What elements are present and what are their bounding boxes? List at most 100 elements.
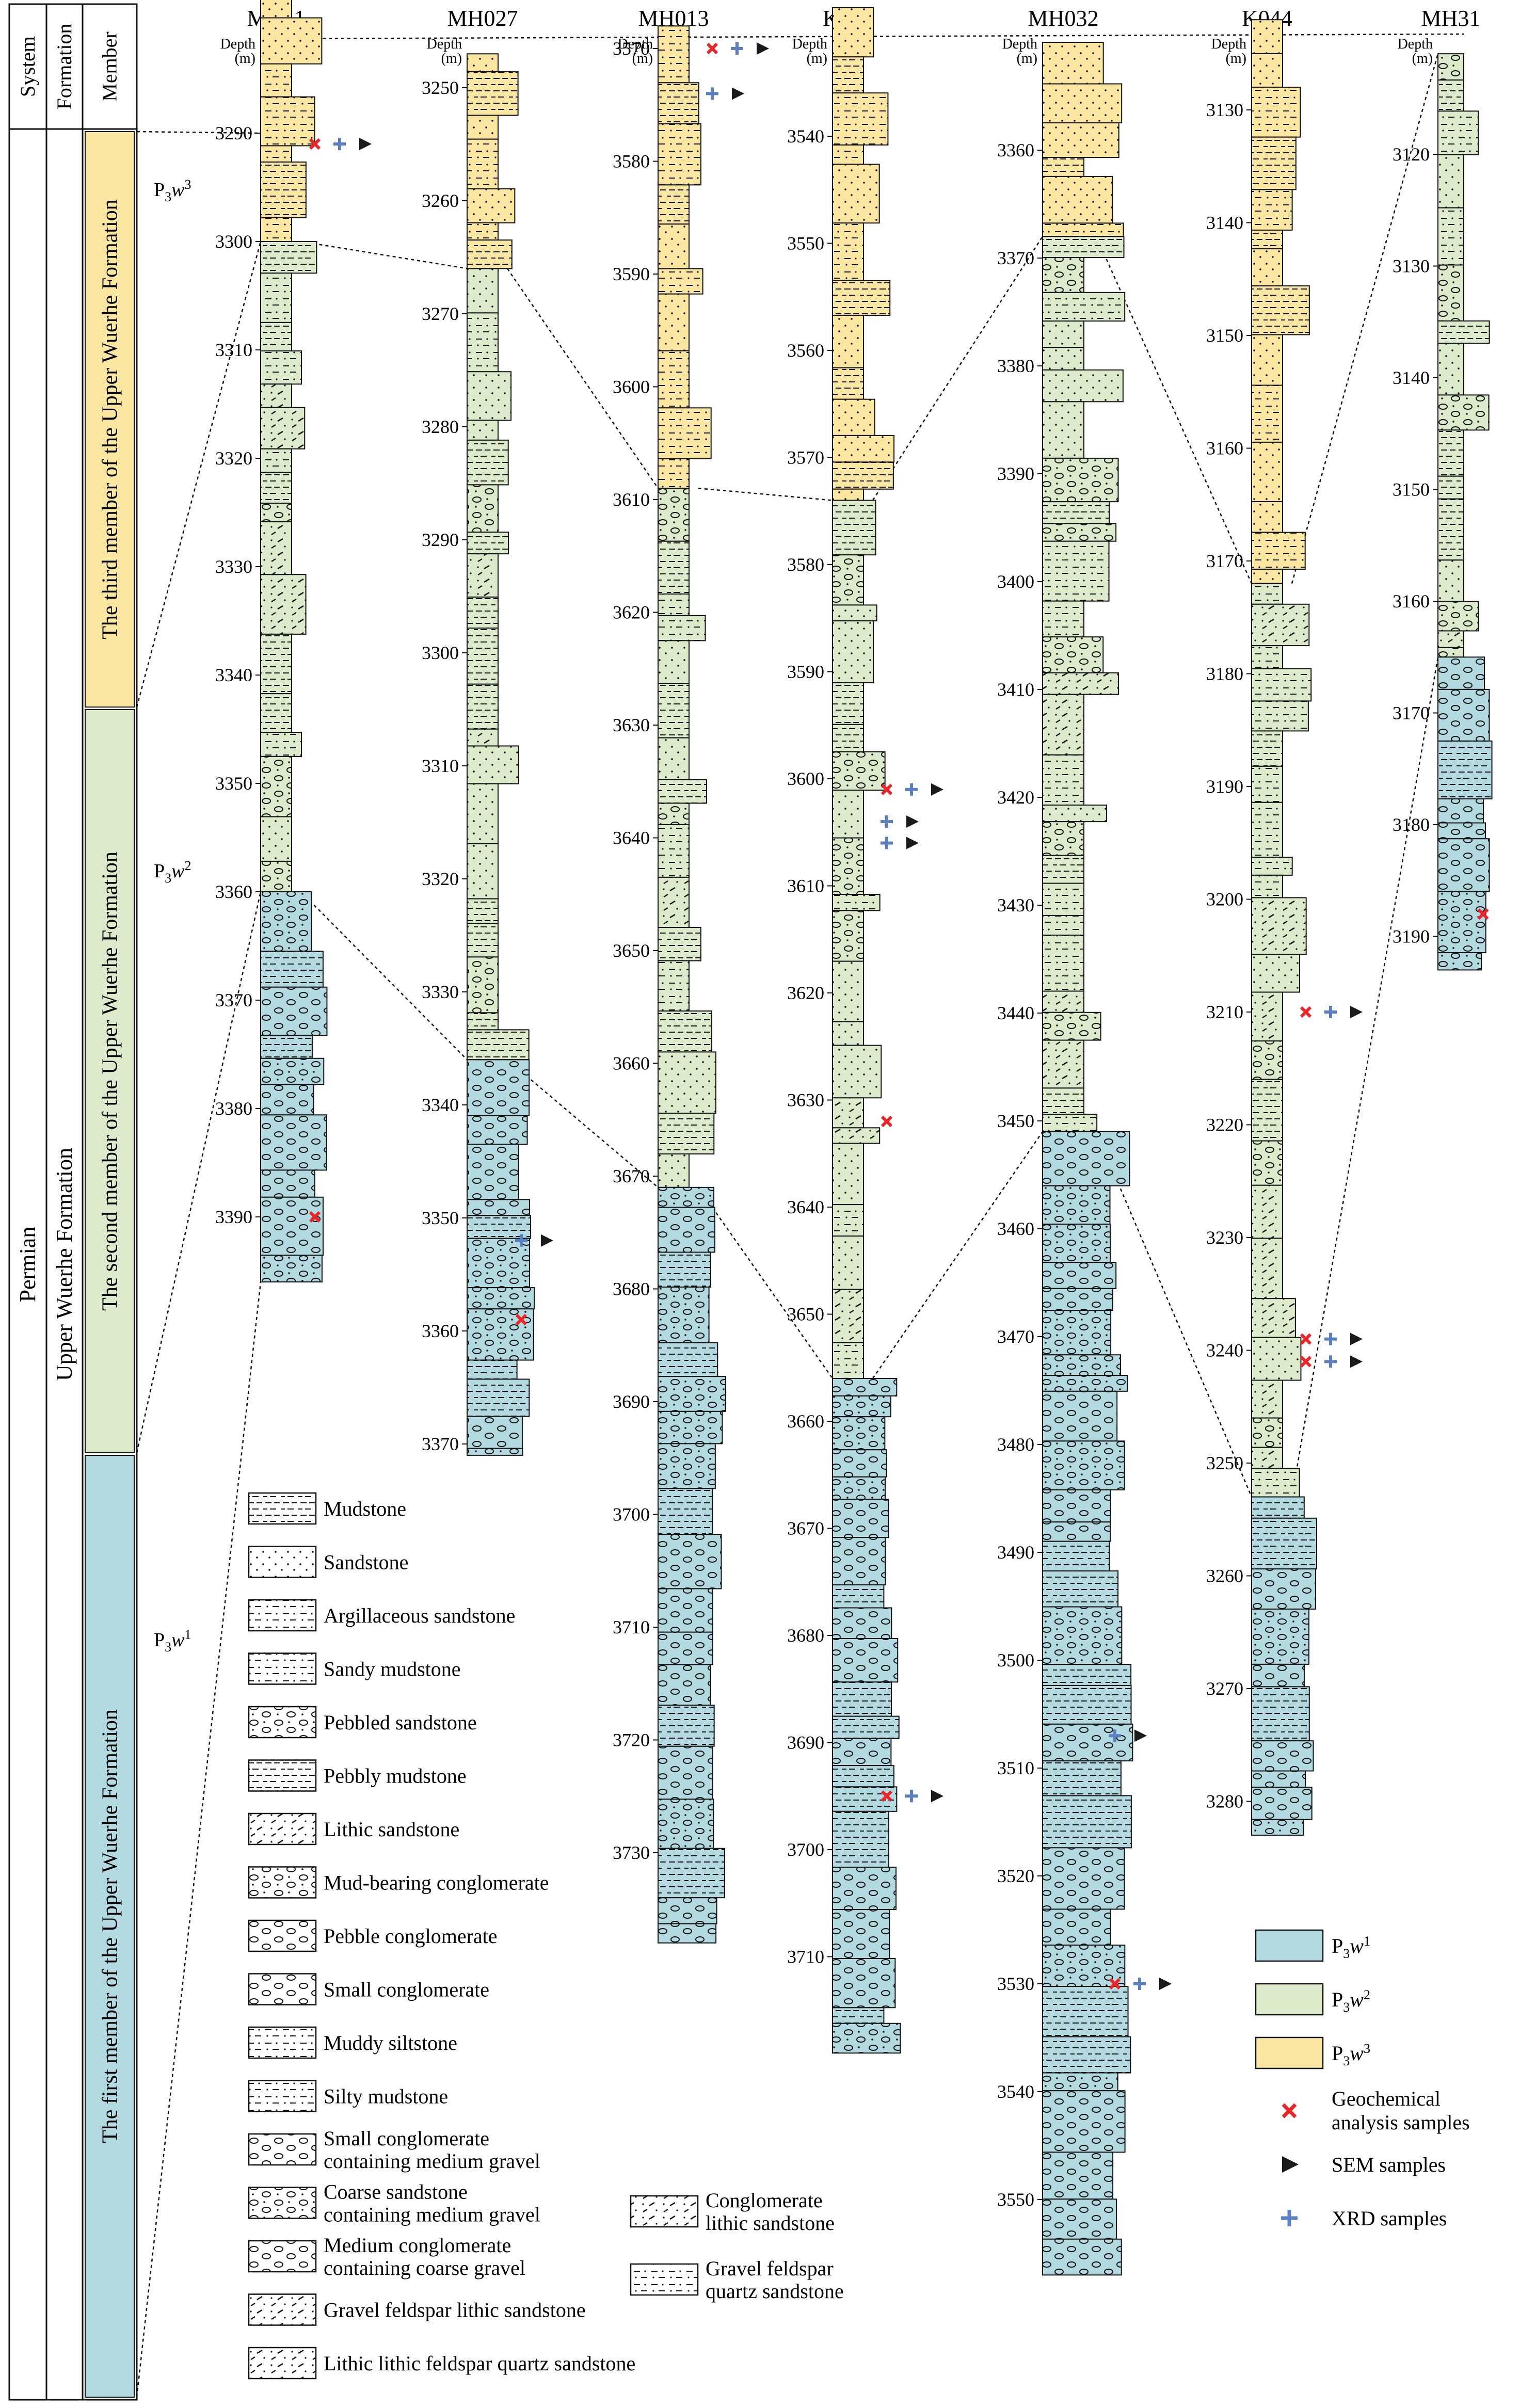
lithology-bed-pattern — [1043, 1685, 1131, 1724]
depth-tick-label: 3170 — [1206, 551, 1243, 571]
correlation-line-w2 — [1291, 53, 1439, 584]
legend-label: Pebbly mudstone — [324, 1764, 467, 1788]
lithology-bed-pattern — [1252, 1380, 1283, 1418]
lithology-bed-pattern — [261, 756, 292, 817]
lithology-bed-pattern — [1438, 207, 1464, 265]
depth-tick-label: 3660 — [787, 1411, 824, 1432]
depth-tick-label: 3650 — [613, 940, 650, 961]
lithology-bed-pattern — [658, 1113, 714, 1154]
lithology-bed-pattern — [833, 1143, 863, 1205]
lithology-bed-pattern — [1438, 798, 1483, 823]
xrd-sample-marker — [731, 42, 743, 55]
lithology-bed-pattern — [833, 1867, 897, 1910]
lithology-bed-pattern — [833, 1608, 892, 1639]
lithology-bed-pattern — [658, 1632, 713, 1665]
lithology-bed-pattern — [833, 93, 888, 145]
depth-tick-label: 3700 — [613, 1504, 650, 1525]
lithology-bed-pattern — [467, 1013, 498, 1030]
lithology-bed-pattern — [261, 162, 306, 218]
lithology-legend-item: Argillaceous sandstone — [248, 1599, 515, 1632]
lithology-bed-pattern — [658, 1588, 713, 1632]
lithology-bed-pattern — [1252, 802, 1283, 858]
sample-marker-group — [881, 837, 919, 849]
depth-unit-label: (m) — [1412, 51, 1433, 67]
lithology-bed-pattern — [1438, 111, 1479, 155]
lithology-bed-pattern — [1043, 1522, 1111, 1542]
legend-label: Sandstone — [324, 1551, 408, 1574]
xrd-sample-marker — [333, 138, 346, 150]
depth-unit-label: (m) — [632, 51, 653, 67]
key-member-label: P3w2 — [1332, 1987, 1370, 2015]
sample-marker-group — [706, 42, 769, 55]
lithology-bed-pattern — [833, 164, 879, 223]
xrd-sample-marker — [1324, 1006, 1337, 1018]
lithology-bed-pattern — [1252, 334, 1283, 386]
lithology-bed-pattern — [658, 350, 689, 408]
lithology-bed-pattern — [833, 1236, 863, 1290]
lithology-bed-pattern — [1043, 1288, 1113, 1311]
correlation-line-w2 — [300, 240, 468, 269]
lithology-bed-pattern — [1043, 855, 1084, 884]
lithology-bed-pattern — [1438, 953, 1482, 970]
depth-tick-label: 3320 — [215, 448, 252, 469]
depth-tick-label: 3330 — [215, 556, 252, 577]
depth-tick-label: 3240 — [1206, 1340, 1243, 1361]
lithology-bed-pattern — [1438, 741, 1492, 799]
legend-label: Argillaceous sandstone — [324, 1604, 515, 1627]
legend-label: Gravel feldspar — [706, 2257, 834, 2280]
geochemical-sample-marker — [881, 783, 893, 795]
legend-label: containing medium gravel — [324, 2203, 540, 2226]
lithology-bed-pattern — [1043, 370, 1123, 402]
lithology-bed-pattern — [1043, 2073, 1118, 2091]
xrd-sample-marker — [515, 1234, 527, 1247]
lithology-bed-pattern — [658, 960, 689, 1012]
lithology-bed-pattern — [658, 824, 689, 877]
lithology-bed-pattern — [1252, 1518, 1317, 1569]
key-legend-item: P3w2 — [1255, 1983, 1370, 2016]
lithology-bed-pattern — [467, 628, 498, 684]
lithology-bed-pattern — [1043, 1310, 1111, 1355]
well-name-label: MH032 — [1028, 6, 1099, 31]
well-mh31: MH31Depth(m)3120313031403150316031703180… — [1393, 6, 1493, 971]
depth-tick-label: 3590 — [787, 662, 824, 682]
depth-tick-label: 3470 — [997, 1326, 1034, 1347]
lithology-bed-pattern — [261, 0, 292, 18]
lithology-bed-pattern — [658, 1376, 726, 1411]
lithology-bed-pattern — [1043, 1355, 1121, 1376]
lithology-bed-pattern — [467, 240, 512, 269]
legend-swatch-pattern — [631, 2196, 698, 2227]
depth-tick-label: 3680 — [613, 1279, 650, 1299]
lithology-bed-pattern — [1438, 657, 1485, 689]
depth-tick-label: 3220 — [1206, 1115, 1243, 1135]
lithology-bed-pattern — [261, 322, 292, 351]
lithology-bed-pattern — [467, 440, 508, 485]
sem-sample-marker — [757, 42, 769, 55]
lithology-legend-item: Pebbled sandstone — [248, 1706, 477, 1739]
member-code-label: P3w1 — [154, 1627, 191, 1655]
lithology-bed-pattern — [1043, 2239, 1122, 2275]
system-name-label: Permian — [15, 1227, 40, 1303]
correlation-line-w2 — [506, 268, 659, 489]
lithology-bed-pattern — [658, 640, 689, 684]
geochemical-sample-marker — [1477, 908, 1489, 920]
key-legend-item: P3w3 — [1255, 2036, 1370, 2069]
depth-tick-label: 3340 — [215, 665, 252, 685]
lithology-bed-pattern — [1043, 1012, 1101, 1040]
legend-label: Lithic lithic feldspar quartz sandstone — [324, 2352, 635, 2375]
lithology-bed-pattern — [658, 683, 689, 738]
lithology-bed-pattern — [261, 350, 301, 384]
lithology-bed-pattern — [1252, 1079, 1283, 1141]
key-label: XRD samples — [1332, 2207, 1447, 2230]
lithology-bed-pattern — [1252, 897, 1306, 955]
lithology-bed-pattern — [1043, 672, 1118, 695]
lithology-bed-pattern — [1043, 1391, 1117, 1441]
lithology-bed-pattern — [1043, 347, 1084, 370]
lithology-bed-pattern — [833, 367, 863, 399]
lithology-bed-pattern — [467, 1030, 529, 1060]
lithology-bed-pattern — [467, 684, 498, 729]
depth-tick-label: 3540 — [787, 126, 824, 147]
lithology-bed-pattern — [833, 1765, 894, 1787]
depth-tick-label: 3310 — [215, 340, 252, 360]
